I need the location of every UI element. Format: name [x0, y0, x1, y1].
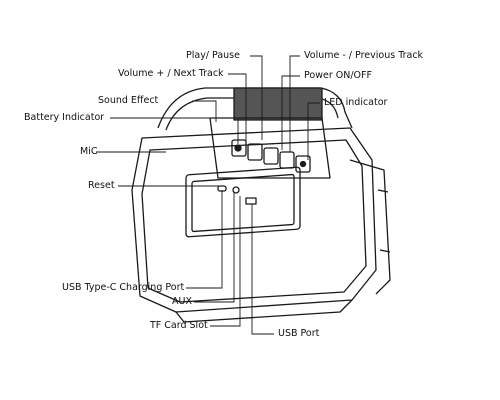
aux-port-mark — [232, 186, 240, 194]
label-aux: AUX — [172, 296, 192, 307]
label-sound-effect: Sound Effect — [98, 95, 159, 106]
label-volume-down-prev: Volume - / Previous Track — [304, 50, 424, 61]
label-reset: Reset — [88, 180, 115, 191]
top-control-panel — [209, 117, 331, 179]
label-usb-port: USB Port — [278, 328, 320, 339]
label-usb-c-port: USB Type-C Charging Port — [62, 282, 185, 293]
handle-grip — [233, 87, 323, 121]
front-grille — [185, 166, 301, 238]
label-battery-indicator: Battery Indicator — [24, 112, 105, 123]
label-power: Power ON/OFF — [304, 70, 372, 81]
label-volume-up-next: Volume + / Next Track — [118, 68, 224, 79]
usb-port-mark — [245, 197, 257, 205]
side-panel — [349, 159, 391, 295]
label-mic: MiC — [80, 146, 98, 157]
label-led-indicator: LED indicator — [324, 97, 388, 108]
label-play-pause: Play/ Pause — [186, 50, 240, 61]
sound-effect-button-mark — [234, 144, 242, 152]
label-tf-card-slot: TF Card Slot — [150, 320, 208, 331]
